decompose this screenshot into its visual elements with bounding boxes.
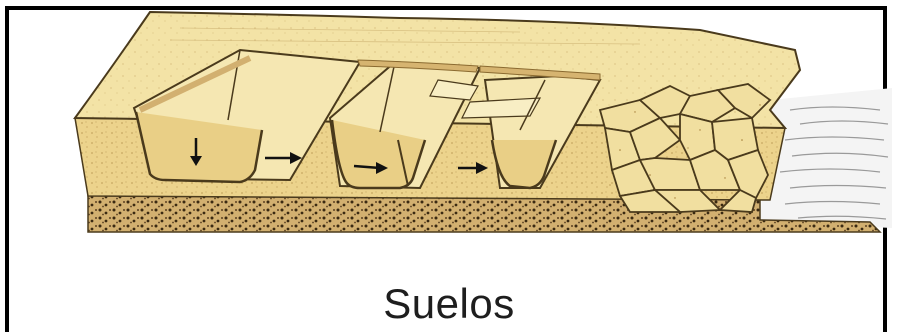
water-body	[760, 88, 892, 228]
fractured-zone	[600, 84, 770, 212]
diagram-caption: Suelos	[0, 280, 898, 328]
